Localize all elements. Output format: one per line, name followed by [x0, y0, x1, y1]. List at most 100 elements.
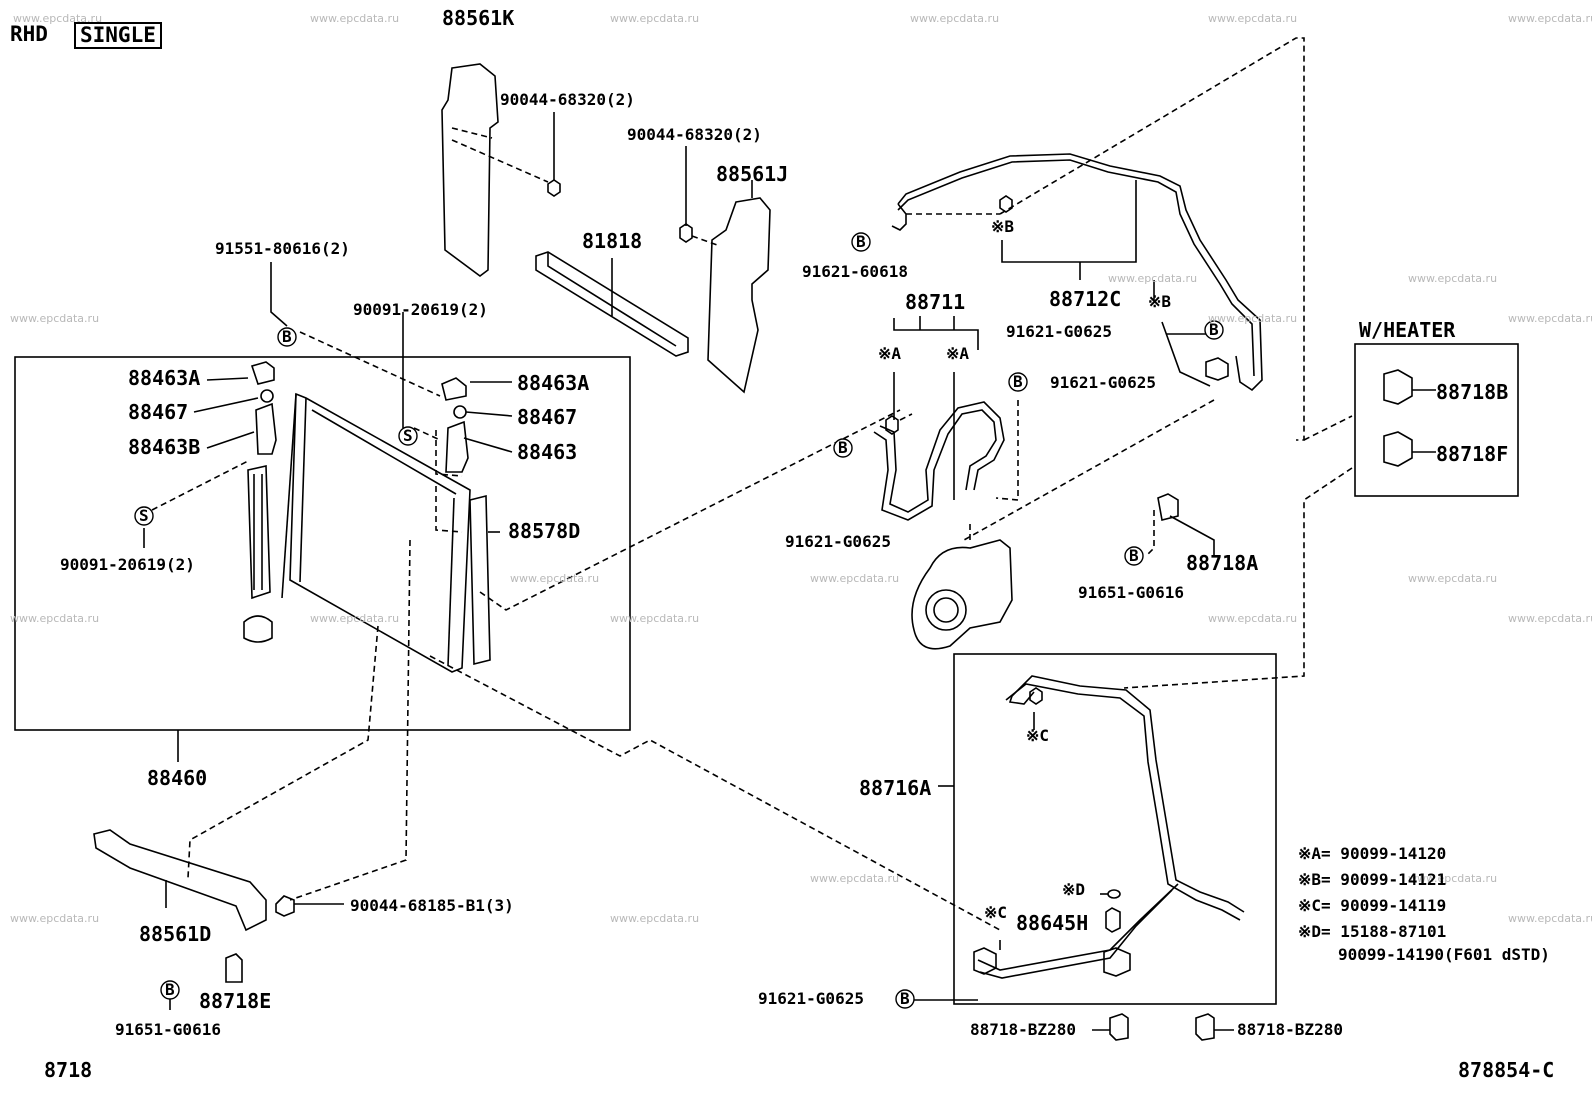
fitting-88716a-b — [973, 947, 997, 975]
part-88718-bz280-b[interactable]: 88718-BZ280 — [1237, 1020, 1343, 1039]
note-c: ※C= 90099-14119 — [1298, 896, 1447, 915]
part-91621-60618[interactable]: 91621-60618 — [802, 262, 908, 281]
part-91621-g0625-b[interactable]: 91621-G0625 — [1050, 373, 1156, 392]
callout-b: B — [165, 980, 175, 999]
part-91651-g0616-left[interactable]: 91651-G0616 — [115, 1020, 221, 1039]
watermark: www.epcdata.ru — [1408, 572, 1498, 585]
watermark: www.epcdata.ru — [1508, 12, 1592, 25]
watermark: www.epcdata.ru — [1208, 12, 1298, 25]
part-88463b[interactable]: 88463B — [128, 435, 201, 459]
watermark: www.epcdata.ru — [1508, 612, 1592, 625]
part-88463[interactable]: 88463 — [517, 440, 578, 464]
mark-c: ※C — [1026, 726, 1050, 745]
watermark: www.epcdata.ru — [1208, 312, 1298, 325]
mark-b: ※B — [1148, 292, 1172, 311]
heater-box-title: W/HEATER — [1359, 318, 1456, 342]
part-88718b[interactable]: 88718B — [1436, 380, 1509, 404]
part-91621-g0625-a[interactable]: 91621-G0625 — [1006, 322, 1112, 341]
part-88645h[interactable]: 88645H — [1016, 911, 1089, 935]
watermark: www.epcdata.ru — [610, 612, 700, 625]
compressor-shape — [911, 539, 1013, 650]
part-91551-80616[interactable]: 91551-80616(2) — [215, 239, 350, 258]
bracket-88463b-shape — [255, 402, 277, 455]
part-88718f[interactable]: 88718F — [1436, 442, 1509, 466]
watermark: www.epcdata.ru — [1208, 612, 1298, 625]
watermark: www.epcdata.ru — [10, 912, 100, 925]
part-88718-bz280-a[interactable]: 88718-BZ280 — [970, 1020, 1076, 1039]
part-88460[interactable]: 88460 — [147, 766, 208, 790]
bracket-88561d-shape — [93, 829, 267, 932]
mark-a: ※A — [946, 344, 970, 363]
condenser-side-tank-left — [247, 465, 271, 600]
watermark: www.epcdata.ru — [10, 612, 100, 625]
footer-right-code: 878854-C — [1458, 1058, 1555, 1082]
part-88561j[interactable]: 88561J — [716, 162, 789, 186]
part-90044-68320-mid[interactable]: 90044-68320(2) — [627, 125, 762, 144]
part-88711[interactable]: 88711 — [905, 290, 966, 314]
condenser-assembly-box — [14, 356, 631, 731]
seal-88578d-shape — [469, 494, 491, 666]
callout-b: B — [838, 438, 848, 457]
fitting-88716a-a — [1029, 687, 1043, 705]
footer-left-code: 8718 — [44, 1058, 93, 1082]
mark-a: ※A — [878, 344, 902, 363]
part-91651-g0616-right[interactable]: 91651-G0616 — [1078, 583, 1184, 602]
fitting-88711-a — [885, 415, 899, 435]
part-88578d[interactable]: 88578D — [508, 519, 581, 543]
type-label: SINGLE — [74, 22, 162, 49]
part-88463a-right[interactable]: 88463A — [517, 371, 590, 395]
watermark: www.epcdata.ru — [1508, 312, 1592, 325]
rubber-mount-shape — [243, 615, 273, 643]
bolt-90044-68185-shape — [275, 895, 295, 917]
discharge-hose-box — [953, 653, 1277, 1005]
bracket-88463-shape — [445, 420, 469, 473]
valve-88645h-shape — [1103, 947, 1131, 977]
part-88716a[interactable]: 88716A — [859, 776, 932, 800]
part-88561d[interactable]: 88561D — [139, 922, 212, 946]
part-90091-20619-top[interactable]: 90091-20619(2) — [353, 300, 488, 319]
part-90044-68185-b1[interactable]: 90044-68185-B1(3) — [350, 896, 514, 915]
note-a: ※A= 90099-14120 — [1298, 844, 1447, 863]
part-88463a-left[interactable]: 88463A — [128, 366, 201, 390]
part-90044-68320-top[interactable]: 90044-68320(2) — [500, 90, 635, 109]
panel-88561j-shape — [707, 197, 771, 394]
callout-b: B — [1129, 546, 1139, 565]
part-88561k[interactable]: 88561K — [442, 6, 515, 30]
part-91621-g0625-d[interactable]: 91621-G0625 — [758, 989, 864, 1008]
watermark: www.epcdata.ru — [1408, 272, 1498, 285]
callout-b: B — [856, 232, 866, 251]
bracket-88463a-left-shape — [250, 361, 275, 385]
clip-88718f-shape — [1383, 431, 1413, 467]
mark-c: ※C — [984, 903, 1008, 922]
drive-label: RHD — [10, 22, 48, 46]
mark-d: ※D — [1062, 880, 1086, 899]
callout-b: B — [900, 989, 910, 1008]
watermark: www.epcdata.ru — [810, 872, 900, 885]
watermark: www.epcdata.ru — [1508, 912, 1592, 925]
part-88467-right[interactable]: 88467 — [517, 405, 578, 429]
clip-88718b-shape — [1383, 369, 1413, 405]
part-88718a[interactable]: 88718A — [1186, 551, 1259, 575]
fitting-88712c-left — [999, 195, 1013, 213]
callout-s: S — [139, 506, 149, 525]
callout-b: B — [282, 327, 292, 346]
note-d: ※D= 15188-87101 — [1298, 922, 1447, 941]
part-88712c[interactable]: 88712C — [1049, 287, 1122, 311]
watermark: www.epcdata.ru — [810, 572, 900, 585]
watermark: www.epcdata.ru — [310, 612, 400, 625]
part-91621-g0625-c[interactable]: 91621-G0625 — [785, 532, 891, 551]
part-88718e[interactable]: 88718E — [199, 989, 272, 1013]
part-88467-left[interactable]: 88467 — [128, 400, 189, 424]
callout-b: B — [1013, 372, 1023, 391]
clip-88718e-shape — [225, 953, 243, 983]
clip-88718-bz280-b-shape — [1195, 1013, 1215, 1041]
note-b: ※B= 90099-14121 — [1298, 870, 1447, 889]
part-90091-20619-left[interactable]: 90091-20619(2) — [60, 555, 195, 574]
clamp-88712c-shape — [1205, 357, 1229, 381]
watermark: www.epcdata.ru — [610, 12, 700, 25]
hose-88711-shape — [879, 401, 1005, 513]
panel-88561k-shape — [441, 63, 499, 277]
watermark: www.epcdata.ru — [10, 312, 100, 325]
part-81818[interactable]: 81818 — [582, 229, 643, 253]
